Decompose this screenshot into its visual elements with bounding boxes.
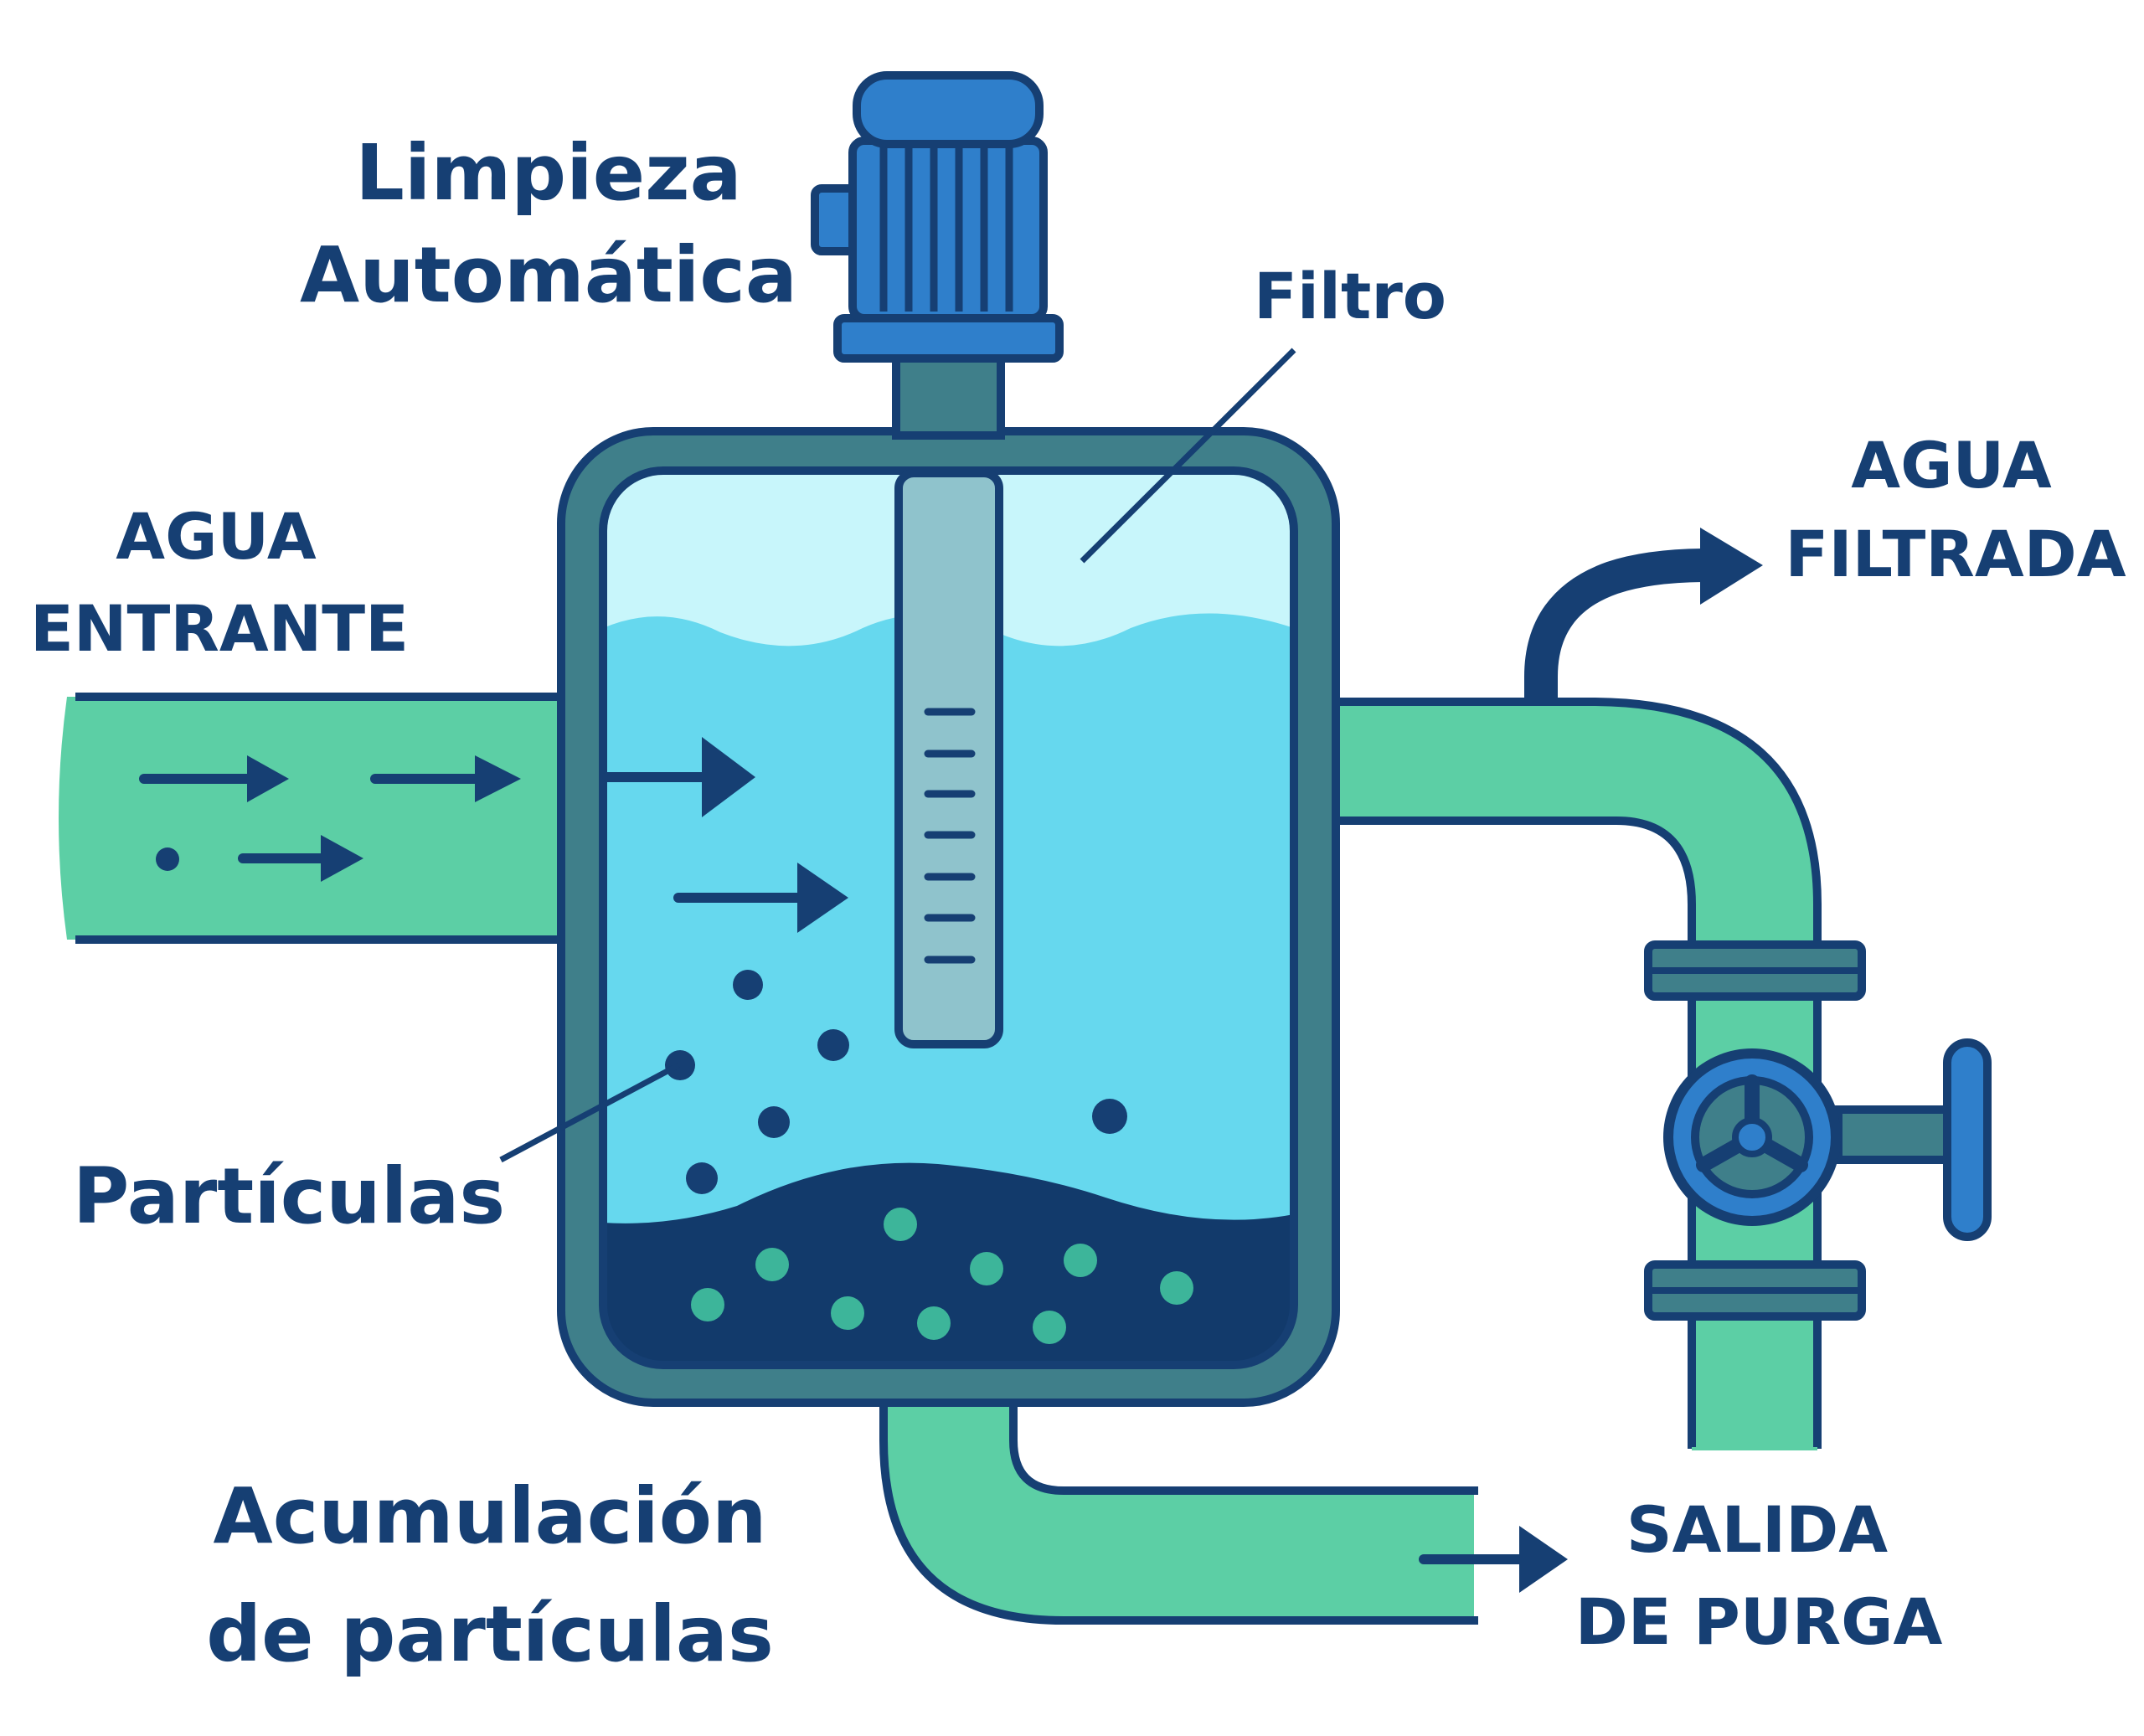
label-agua-filtrada-line2: FILTRADA [1785, 517, 2126, 591]
label-salida-de-purga-line1: SALIDA [1626, 1492, 1888, 1567]
filter-shaft [894, 469, 1003, 1048]
label-acumulacion-line2: de partículas [206, 1589, 774, 1679]
label-agua-entrante-line1: AGUA [116, 499, 317, 574]
label-particulas: Partículas [73, 1151, 505, 1241]
flow-arrows [139, 737, 1568, 1593]
filtered-water-arrow [1524, 528, 1763, 702]
handwheel-valve-icon[interactable] [1644, 940, 1992, 1321]
sediment-particles [691, 1208, 1193, 1344]
sediment [603, 1162, 1294, 1365]
label-filtro: Filtro [1254, 259, 1446, 333]
floating-particles [665, 970, 1127, 1194]
inlet-pipe [59, 693, 595, 944]
label-agua-filtrada-line1: AGUA [1851, 428, 2052, 502]
label-acumulacion-line1: Acumulación [214, 1471, 767, 1561]
label-limpieza-automatica-line2: Automática [300, 230, 797, 320]
leader-lines [499, 348, 1296, 1163]
label-agua-entrante-line2: ENTRANTE [30, 591, 409, 666]
label-salida-de-purga-line2: DE PURGA [1575, 1584, 1943, 1659]
electric-motor-icon [811, 71, 1064, 440]
label-limpieza-automatica-line1: Limpieza [355, 128, 741, 218]
purge-outlet-pipe [879, 1390, 1478, 1625]
